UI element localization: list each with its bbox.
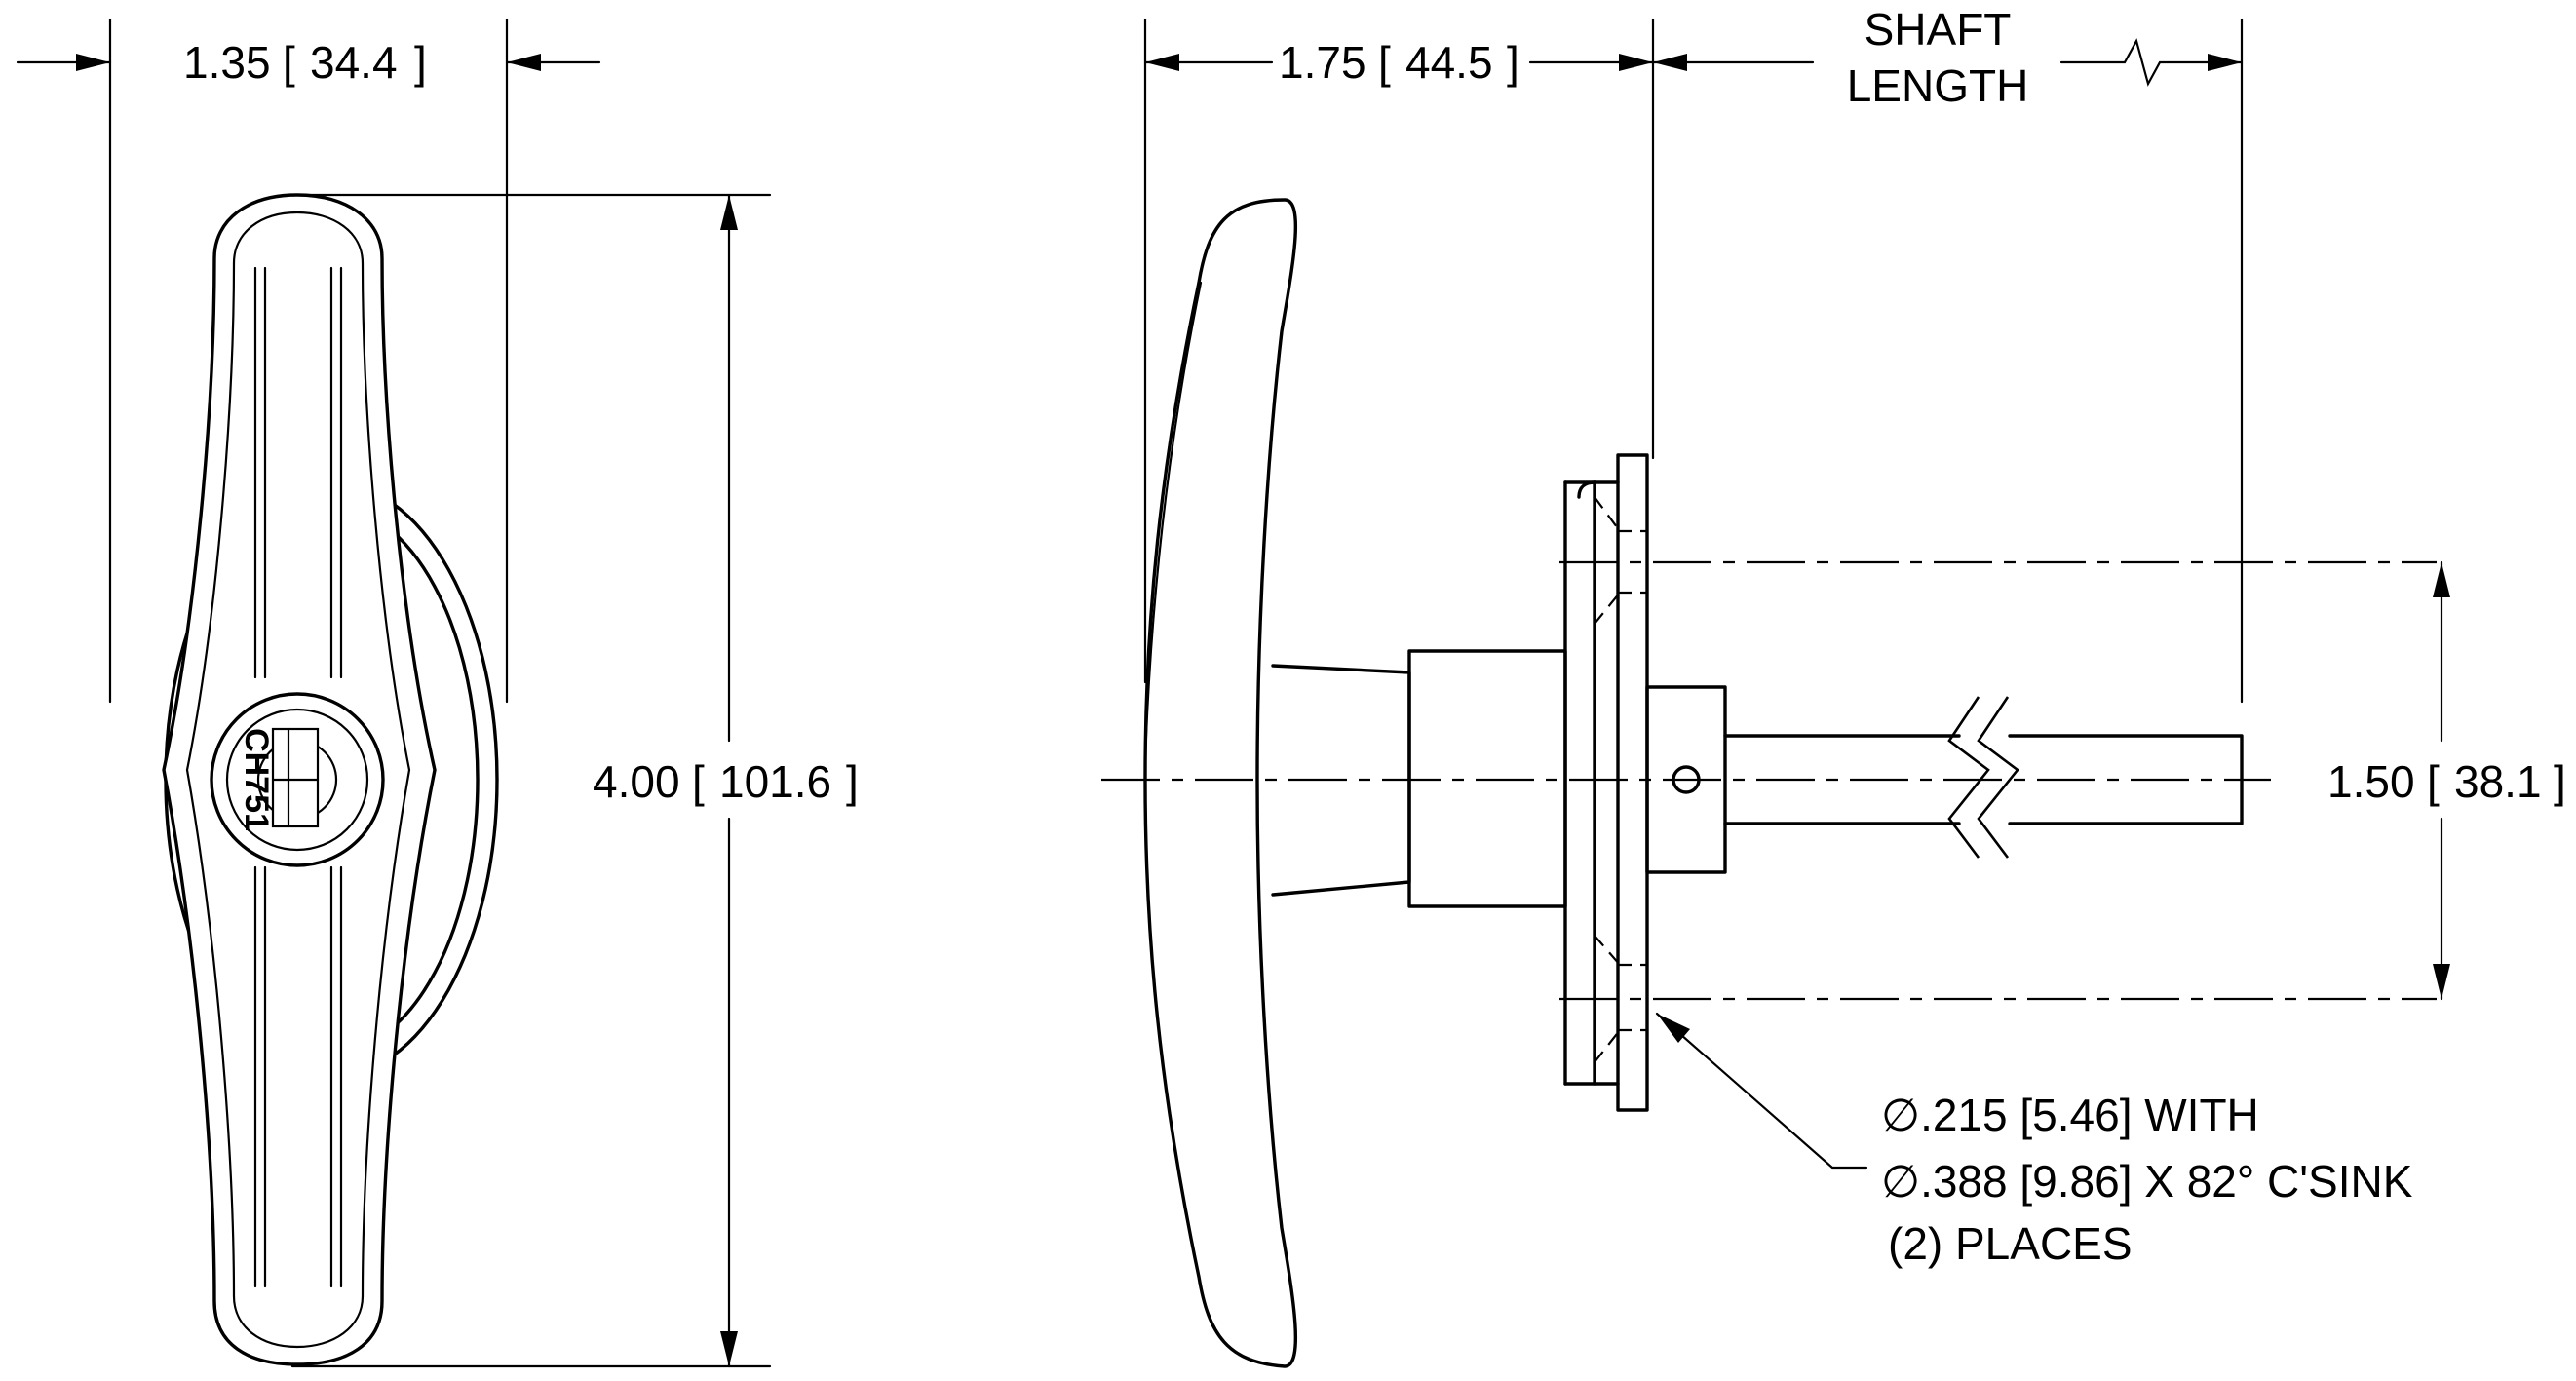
shaft-length-line2: LENGTH: [1847, 60, 2029, 111]
handle-edge-highlight: [1143, 281, 1203, 762]
key-code-label: CH751: [238, 728, 275, 831]
front-view: CH751 1.35 [ 34.4 ] 4.00 [ 101.6 ]: [16, 18, 859, 1368]
lock-cylinder-inner: [225, 708, 369, 852]
callout-leader: [1655, 1012, 1868, 1170]
shaft-break-right: [1977, 696, 2019, 859]
callout-line2: ∅.388 [9.86] X 82° C'SINK: [1881, 1156, 2413, 1207]
depth-bracket-close: ]: [1507, 37, 1519, 88]
plate-outer: [1563, 480, 1596, 1086]
shaft-break-left: [1947, 696, 1990, 859]
height-arrow-bottom: [720, 1331, 738, 1366]
spacing-arrow-bottom: [2433, 964, 2450, 999]
width-inch-label: 1.35: [183, 37, 271, 88]
side-view: 1.75 [ 44.5 ] SHAFT LENGTH 1.50 [ 38.1 ]…: [1101, 4, 2566, 1368]
depth-arrow-right: [1619, 54, 1653, 71]
callout-line3: (2) PLACES: [1888, 1218, 2133, 1269]
depth-inch-label: 1.75: [1279, 37, 1366, 88]
spacing-bracket-close: ]: [2554, 756, 2566, 807]
spacing-arrow-top: [2433, 562, 2450, 597]
depth-metric-label: 44.5: [1405, 37, 1493, 88]
height-arrow-top: [720, 195, 738, 230]
shaft-length-line1: SHAFT: [1865, 4, 2012, 55]
plate-connector: [1593, 480, 1620, 1086]
t-handle-inner: [185, 211, 411, 1349]
depth-bracket-open: [: [1378, 37, 1391, 88]
shaft-leader-right-break: [2059, 38, 2244, 87]
spacing-metric-label: 38.1: [2454, 756, 2542, 807]
width-arrow-left: [76, 54, 110, 71]
plate-corner-top: [1577, 480, 1596, 499]
width-arrow-right: [507, 54, 541, 71]
shaft-arrow-right: [2208, 54, 2242, 71]
height-inch-label: 4.00: [593, 756, 680, 807]
mounting-plate: [1616, 453, 1649, 1112]
spacing-inch-label: 1.50: [2327, 756, 2415, 807]
countersink-hole-bottom: [1594, 935, 1647, 1063]
width-metric-label: 34.4: [310, 37, 398, 88]
width-bracket-close: ]: [414, 37, 427, 88]
height-bracket-open: [: [692, 756, 705, 807]
height-metric-label: 101.6: [719, 756, 831, 807]
callout-line1: ∅.215 [5.46] WITH: [1881, 1090, 2259, 1140]
height-bracket-close: ]: [846, 756, 859, 807]
spacing-bracket-open: [: [2427, 756, 2440, 807]
callout-arrow: [1657, 1014, 1690, 1043]
countersink-hole-top: [1594, 496, 1647, 625]
width-bracket-open: [: [283, 37, 295, 88]
handle-side-profile: [1143, 198, 1298, 1368]
shaft-arrow-left: [1653, 54, 1687, 71]
key-icon: [271, 727, 320, 828]
depth-arrow-left: [1145, 54, 1179, 71]
